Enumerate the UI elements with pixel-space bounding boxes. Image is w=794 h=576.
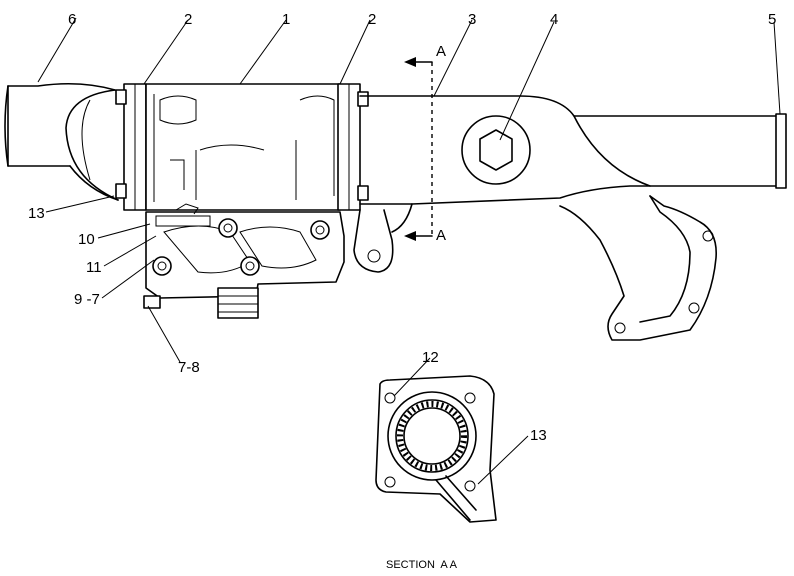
inlet-pipe xyxy=(4,82,119,201)
callout-2-right: 2 xyxy=(368,11,376,28)
section-aa-detail xyxy=(375,375,497,523)
valve-assembly xyxy=(143,203,345,319)
callout-9-7: 9 -7 xyxy=(74,291,100,308)
callout-6: 6 xyxy=(68,11,76,28)
outlet-flange xyxy=(559,195,717,341)
outlet-cap xyxy=(775,113,787,189)
hex-plug xyxy=(461,115,531,185)
sleeve-body xyxy=(145,83,341,211)
callout-12: 12 xyxy=(422,349,439,366)
callout-10: 10 xyxy=(78,231,95,248)
callout-3: 3 xyxy=(468,11,476,28)
section-marker-top: A xyxy=(436,43,446,60)
callout-1: 1 xyxy=(282,11,290,28)
callout-13-section: 13 xyxy=(530,427,547,444)
callout-11: 11 xyxy=(86,259,102,276)
callout-5: 5 xyxy=(768,11,776,28)
callout-2-left: 2 xyxy=(184,11,192,28)
section-caption: SECTION A A xyxy=(386,559,458,571)
mounting-bracket xyxy=(353,209,394,273)
callout-7-8: 7-8 xyxy=(178,359,200,376)
callout-4: 4 xyxy=(550,11,558,28)
leader-lines xyxy=(37,17,781,485)
section-line-a xyxy=(404,57,433,241)
clamp-left xyxy=(115,83,147,211)
callout-13-main: 13 xyxy=(28,205,45,222)
section-marker-bottom: A xyxy=(436,227,446,244)
clamp-right xyxy=(337,83,369,211)
